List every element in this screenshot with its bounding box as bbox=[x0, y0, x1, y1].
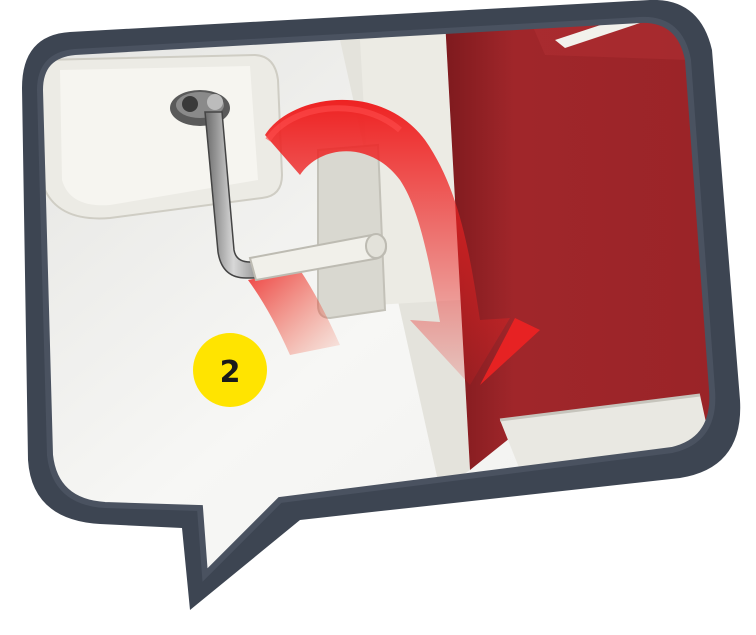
step-number: 2 bbox=[220, 355, 241, 390]
step-badge: 2 bbox=[193, 333, 267, 407]
latch-plate bbox=[318, 145, 385, 318]
